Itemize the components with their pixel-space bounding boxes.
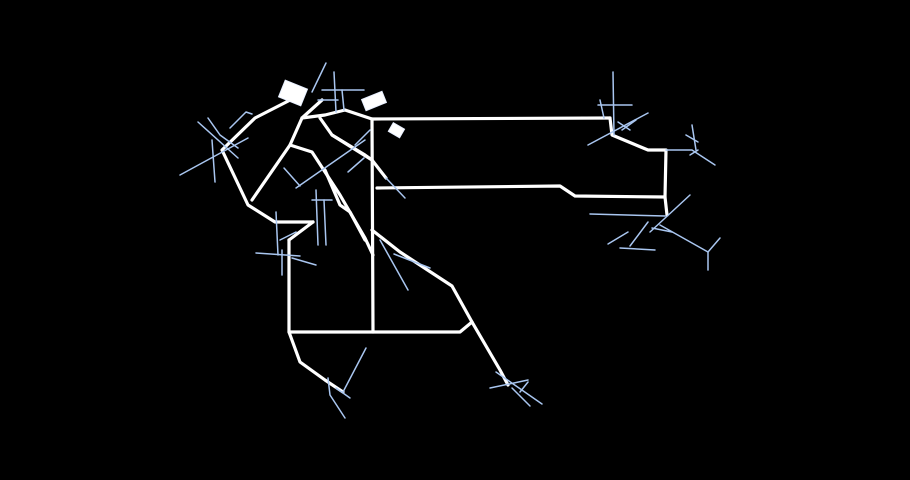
minor-road-cs-1: [379, 239, 409, 291]
minor-road-cs-2: [393, 253, 431, 269]
main-road-northwest: [220, 93, 315, 224]
minor-road-ne-5: [617, 121, 631, 131]
minor-road-ne-3: [599, 99, 605, 119]
minor-road-sef-7: [629, 221, 649, 247]
main-road-east-loop: [608, 116, 669, 217]
main-road-inner-diagonal: [250, 98, 324, 202]
minor-road-west-5: [207, 117, 239, 149]
main-road-middle: [375, 184, 667, 199]
minor-road-west-2: [197, 121, 239, 159]
minor-road-se-4: [519, 381, 529, 393]
minor-road-inner-1: [295, 139, 366, 189]
building-north-center: [360, 90, 388, 112]
main-road-cluster-link-4: [287, 220, 315, 242]
minor-road-ws-5: [279, 231, 297, 241]
minor-road-fe-3: [685, 134, 699, 143]
minor-road-north-2: [333, 71, 337, 113]
minor-road-sef-5: [619, 247, 656, 251]
main-road-cluster-link-3: [323, 168, 367, 242]
minor-road-ws-2: [255, 252, 301, 257]
minor-road-inner-3: [315, 189, 319, 246]
minor-road-ne-4: [587, 112, 649, 146]
minor-road-sef-1: [589, 213, 666, 217]
minor-road-ne-6: [621, 119, 637, 131]
minor-road-sw-3: [335, 387, 351, 399]
minor-roads: [179, 62, 721, 419]
minor-road-sef-2: [649, 194, 691, 233]
minor-road-inner-2: [283, 167, 301, 187]
minor-road-fe-2: [691, 124, 697, 151]
main-road-top: [370, 116, 612, 121]
minor-road-west-3: [211, 139, 216, 183]
minor-road-sw-1: [342, 347, 367, 393]
minor-road-ws-4: [291, 257, 317, 266]
main-road-cluster-link-2: [300, 108, 374, 121]
building-small-north-center: [387, 121, 406, 139]
main-roads: [220, 93, 669, 394]
minor-road-ne-1: [612, 71, 615, 136]
minor-road-inner-8: [354, 129, 371, 146]
main-road-southeast-diagonal: [370, 228, 510, 387]
minor-road-inner-4: [323, 199, 327, 246]
minor-road-se-1: [489, 379, 529, 389]
minor-road-sef-4: [707, 237, 721, 253]
main-road-cluster-link-5: [330, 133, 388, 180]
main-road-bottom: [287, 320, 474, 334]
minor-road-sef-6: [607, 231, 629, 245]
buildings: [277, 79, 406, 139]
minor-road-ws-1: [275, 211, 279, 256]
building-large-north: [277, 79, 309, 107]
main-road-west-vertical: [287, 238, 345, 394]
main-road-cluster-cross: [288, 143, 375, 257]
minor-road-sef-8: [651, 227, 673, 233]
main-road-central-vertical: [370, 117, 375, 334]
minor-road-west-1: [179, 137, 249, 176]
minor-road-sw-2: [327, 377, 346, 419]
minor-road-north-1: [311, 62, 327, 93]
minor-road-fe-4: [689, 149, 699, 156]
minor-road-inner-6: [347, 157, 365, 173]
minor-road-north-4: [341, 89, 345, 111]
minor-road-inner-7: [385, 177, 406, 199]
minor-road-se-2: [495, 371, 543, 405]
minor-road-se-3: [511, 387, 531, 407]
minor-road-west-4: [229, 111, 253, 129]
minor-road-fe-1: [665, 149, 716, 166]
